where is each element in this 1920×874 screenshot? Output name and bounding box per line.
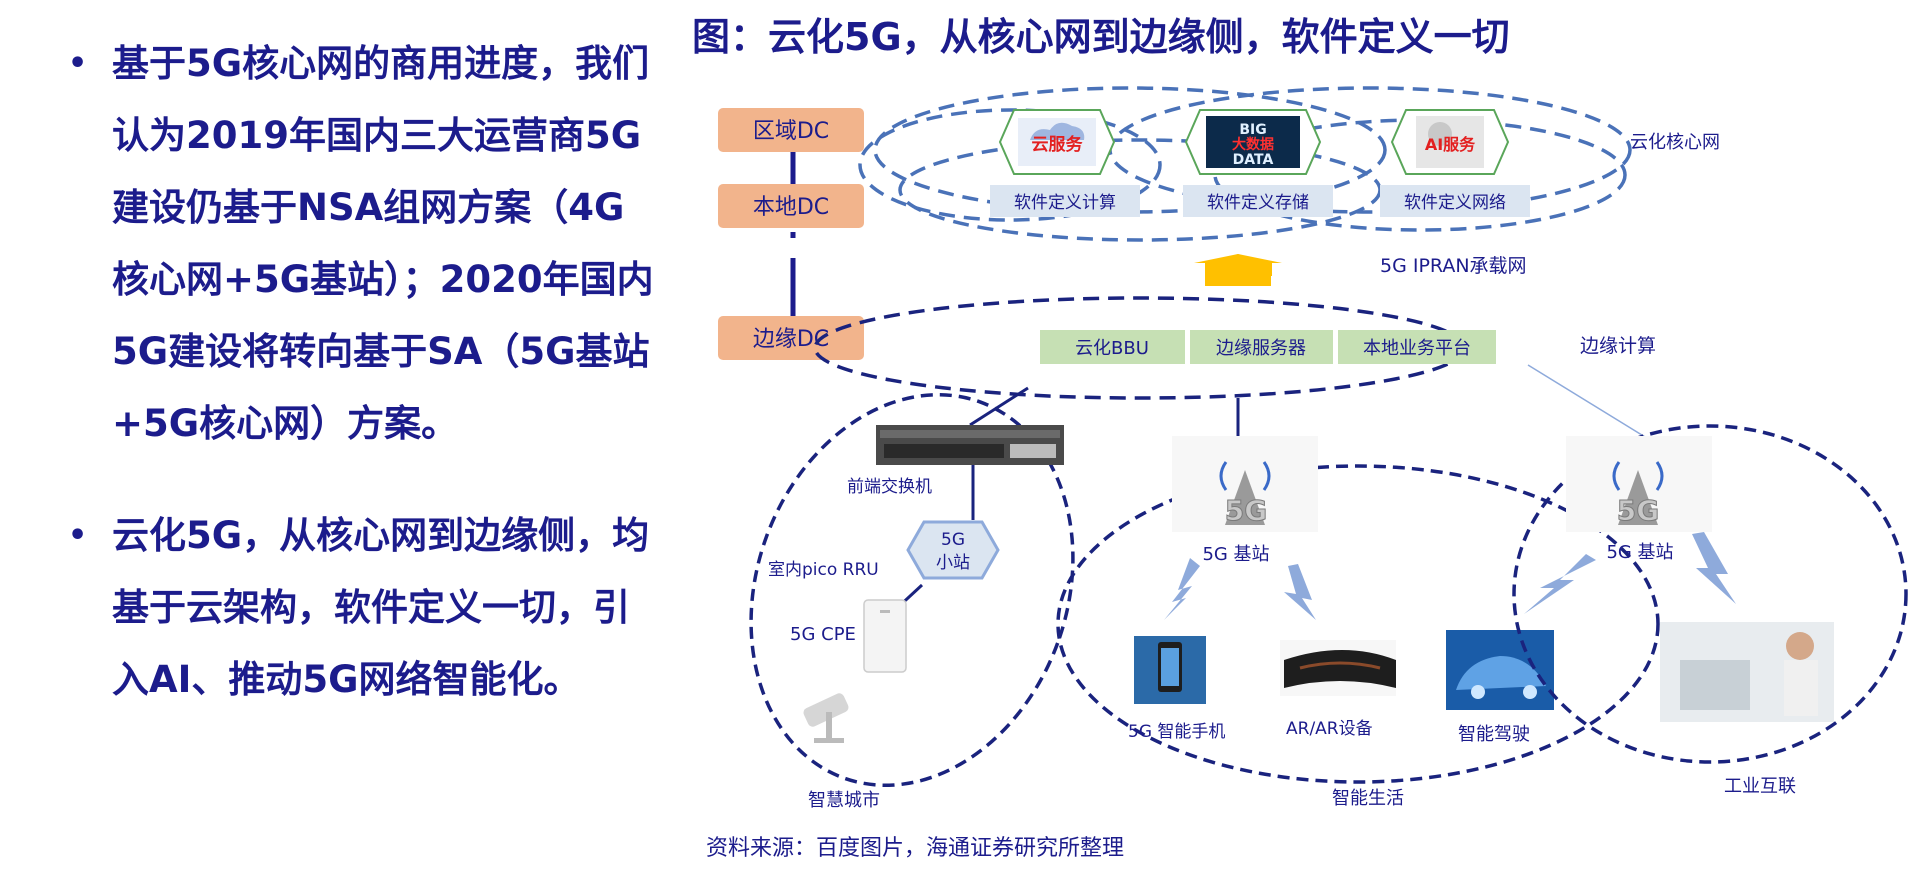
cloud-service-icon: 云服务 [998,109,1116,175]
edge-server-box: 边缘服务器 [1190,330,1333,364]
edge-dc-label: 边缘DC [753,327,829,352]
smart-life-label: 智能生活 [1332,788,1404,809]
local-dc-label: 本地DC [753,195,829,220]
industry-base-station-icon: 5G [1566,436,1712,532]
signal-bolt-icon [1284,564,1316,620]
bullet-point: • 基于5G核心网的商用进度，我们认为2019年国内三大运营商5G建设仍基于NS… [60,28,660,460]
small-cell-icon: 5G 小站 [906,520,1000,580]
source-note: 资料来源：百度图片，海通证券研究所整理 [706,836,1125,861]
core-network-label: 云化核心网 [1630,132,1720,153]
industry-tower-5g-text: 5G [1617,494,1659,527]
smart-life-base-label: 5G 基站 [1202,544,1269,565]
big-data-top-text: BIG [1239,122,1266,138]
small-cell-top-text: 5G [941,530,965,550]
sd-storage-box: 软件定义存储 [1183,185,1333,217]
cpe-device-icon [863,599,907,673]
bullet-point: • 云化5G，从核心网到边缘侧，均基于云架构，软件定义一切，引入AI、推动5G网… [60,500,660,716]
bullet-dot: • [68,46,88,81]
local-dc-box: 本地DC [718,184,864,228]
smart-city-label: 智慧城市 [808,790,880,811]
edge-server-label: 边缘服务器 [1216,338,1306,359]
bullet-text: 基于5G核心网的商用进度，我们认为2019年国内三大运营商5G建设仍基于NSA组… [112,42,654,445]
ai-service-icon: AI服务 [1390,109,1510,175]
smart-city-outline [749,392,1075,788]
edge-to-industry-line [1527,364,1651,441]
sd-compute-box: 软件定义计算 [990,185,1140,217]
car-image [1446,630,1554,710]
pico-rru-label: 室内pico RRU [768,560,879,580]
cloud-bbu-box: 云化BBU [1040,330,1185,364]
edge-to-switch-line [969,386,1029,427]
signal-bolt-icon [1164,558,1200,620]
big-data-icon: BIG 大数据 DATA [1184,109,1322,175]
bullet-text: 云化5G，从核心网到边缘侧，均基于云架构，软件定义一切，引入AI、推动5G网络智… [112,514,650,701]
industry-image [1660,622,1834,722]
camera-icon [803,693,849,743]
edge-dc-box: 边缘DC [718,316,864,360]
up-arrow-head [1205,254,1271,286]
big-data-mid-text: 大数据 [1232,136,1274,153]
regional-dc-box: 区域DC [718,108,864,152]
cloud-service-text: 云服务 [1032,134,1084,155]
local-platform-label: 本地业务平台 [1363,338,1471,359]
sd-network-label: 软件定义网络 [1404,193,1506,213]
signal-bolt-icon [1692,532,1736,604]
big-data-bottom-text: DATA [1233,152,1274,168]
sd-network-box: 软件定义网络 [1380,185,1530,217]
cloud-bbu-label: 云化BBU [1075,338,1149,359]
regional-dc-label: 区域DC [753,119,829,144]
text-column: • 基于5G核心网的商用进度，我们认为2019年国内三大运营商5G建设仍基于NS… [60,28,660,756]
industry-label: 工业互联 [1724,776,1796,797]
bullet-dot: • [68,518,88,553]
figure-title: 图：云化5G，从核心网到边缘侧，软件定义一切 [692,15,1510,59]
ai-service-text: AI服务 [1425,135,1476,154]
phone-image [1134,636,1206,704]
small-cell-bottom-text: 小站 [936,553,970,573]
switch-device-icon [876,425,1064,465]
edge-computing-label: 边缘计算 [1580,335,1656,357]
base-station-icon: 5G [1172,436,1318,532]
industry-base-label: 5G 基站 [1606,542,1673,563]
signal-bolt-icon [1524,554,1596,614]
cpe-label: 5G CPE [790,624,856,645]
car-label: 智能驾驶 [1458,724,1530,745]
ar-label: AR/AR设备 [1286,719,1373,739]
tower-5g-text: 5G [1225,494,1267,527]
ipran-label: 5G IPRAN承载网 [1380,255,1527,277]
industry-outline [1512,424,1908,764]
phone-label: 5G 智能手机 [1128,722,1225,742]
local-platform-box: 本地业务平台 [1338,330,1496,364]
smart-life-outline [1056,464,1660,784]
sd-compute-label: 软件定义计算 [1014,193,1116,213]
sd-storage-label: 软件定义存储 [1207,193,1309,213]
switch-label: 前端交换机 [847,477,932,497]
ar-headset-image [1280,640,1396,696]
